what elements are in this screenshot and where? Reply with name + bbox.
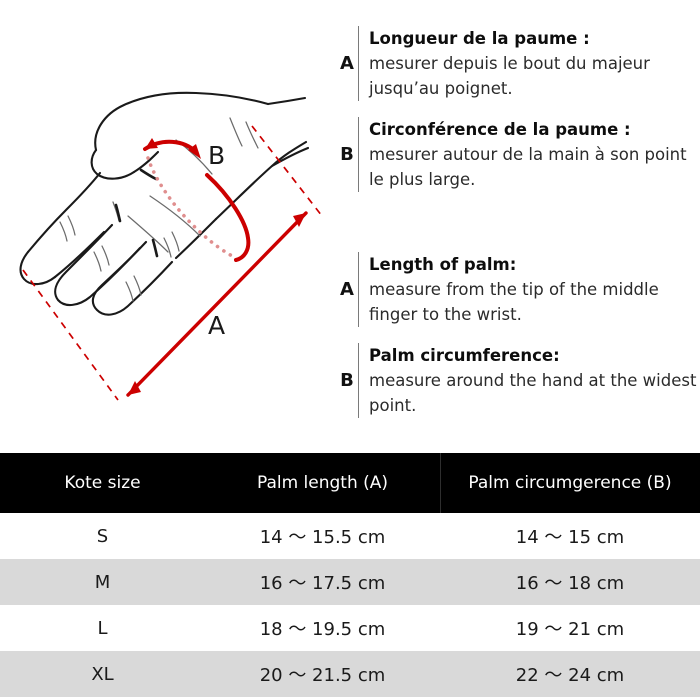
instruction-text-en-b: Palm circumference: measure around the h… (369, 343, 700, 418)
instruction-letter-en-a: A (340, 279, 354, 301)
instructions-english: A Length of palm: measure from the tip o… (336, 252, 700, 434)
instruction-text-en-a: Length of palm: measure from the tip of … (369, 252, 700, 327)
cell-size: S (0, 513, 205, 559)
arrow-a-palm-length (126, 211, 308, 397)
instruction-letter-fr-b: B (340, 144, 354, 166)
cell-palm-length: 18 ～ 19.5 cm (205, 605, 440, 651)
instruction-title-fr-b: Circonférence de la paume : (369, 120, 631, 140)
palm-width-dotted-guide (146, 156, 238, 260)
instruction-divider-icon (358, 252, 359, 328)
measurement-guide-section: A B A Longueur de la paume : mesurer dep… (0, 0, 700, 430)
cell-palm-circumference: 19 ～ 21 cm (440, 605, 700, 651)
instructions-panel: A Longueur de la paume : mesurer depuis … (336, 0, 700, 430)
instruction-text-fr-b: Circonférence de la paume : mesurer auto… (369, 117, 700, 192)
cell-palm-length: 20 ～ 21.5 cm (205, 651, 440, 697)
instruction-item-fr-a: A Longueur de la paume : mesurer depuis … (336, 26, 700, 102)
hand-sketch-svg (19, 91, 323, 401)
instruction-body-fr-a: mesurer depuis le bout du majeur jusqu’a… (369, 54, 650, 99)
instruction-letter-fr-a: A (340, 53, 354, 75)
arrowhead-a-top (293, 213, 306, 227)
instruction-title-en-a: Length of palm: (369, 255, 517, 274)
measurement-annotations (22, 125, 323, 401)
diagram-label-a: A (208, 311, 226, 340)
instruction-item-en-a: A Length of palm: measure from the tip o… (336, 252, 700, 328)
instruction-text-fr-a: Longueur de la paume : mesurer depuis le… (369, 26, 700, 101)
column-header-kote-size: Kote size (0, 453, 205, 513)
size-chart-table: Kote size Palm length (A) Palm circumger… (0, 453, 700, 697)
instruction-body-en-a: measure from the tip of the middle finge… (369, 280, 659, 325)
cell-palm-length: 14 ～ 15.5 cm (205, 513, 440, 559)
column-header-palm-circumference: Palm circumgerence (B) (440, 453, 700, 513)
dashed-guide-wrist (251, 125, 323, 217)
arrow-b-circumference-wrap (205, 173, 251, 262)
cell-palm-circumference: 22 ～ 24 cm (440, 651, 700, 697)
cell-size: XL (0, 651, 205, 697)
instruction-item-en-b: B Palm circumference: measure around the… (336, 343, 700, 419)
column-header-palm-length: Palm length (A) (205, 453, 440, 513)
instruction-item-fr-b: B Circonférence de la paume : mesurer au… (336, 117, 700, 193)
cell-size: M (0, 559, 205, 605)
table-row: L 18 ～ 19.5 cm 19 ～ 21 cm (0, 605, 700, 651)
arrowhead-b-left (145, 138, 158, 149)
instruction-divider-icon (358, 117, 359, 193)
cell-palm-length: 16 ～ 17.5 cm (205, 559, 440, 605)
table-row: M 16 ～ 17.5 cm 16 ～ 18 cm (0, 559, 700, 605)
size-chart-header: Kote size Palm length (A) Palm circumger… (0, 453, 700, 513)
cell-size: L (0, 605, 205, 651)
instruction-letter-en-b: B (340, 370, 354, 392)
diagram-label-b: B (208, 141, 226, 170)
hand-measurement-diagram: A B (0, 0, 340, 430)
instruction-title-en-b: Palm circumference: (369, 346, 560, 366)
instruction-divider-icon (358, 343, 359, 419)
cell-palm-circumference: 16 ～ 18 cm (440, 559, 700, 605)
instruction-body-en-b: measure around the hand at the widest po… (369, 371, 697, 416)
instruction-title-fr-a: Longueur de la paume : (369, 29, 590, 48)
table-row: S 14 ～ 15.5 cm 14 ～ 15 cm (0, 513, 700, 559)
table-header-row: Kote size Palm length (A) Palm circumger… (0, 453, 700, 513)
instructions-french: A Longueur de la paume : mesurer depuis … (336, 26, 700, 208)
arrowhead-b-top (188, 144, 201, 159)
instruction-divider-icon (358, 26, 359, 102)
cell-palm-circumference: 14 ～ 15 cm (440, 513, 700, 559)
instruction-body-fr-b: mesurer autour de la main à son point le… (369, 145, 687, 190)
size-chart-body: S 14 ～ 15.5 cm 14 ～ 15 cm M 16 ～ 17.5 cm… (0, 513, 700, 697)
dashed-guide-fingertip (22, 269, 119, 401)
table-row: XL 20 ～ 21.5 cm 22 ～ 24 cm (0, 651, 700, 697)
arrowhead-a-bottom (128, 381, 141, 395)
